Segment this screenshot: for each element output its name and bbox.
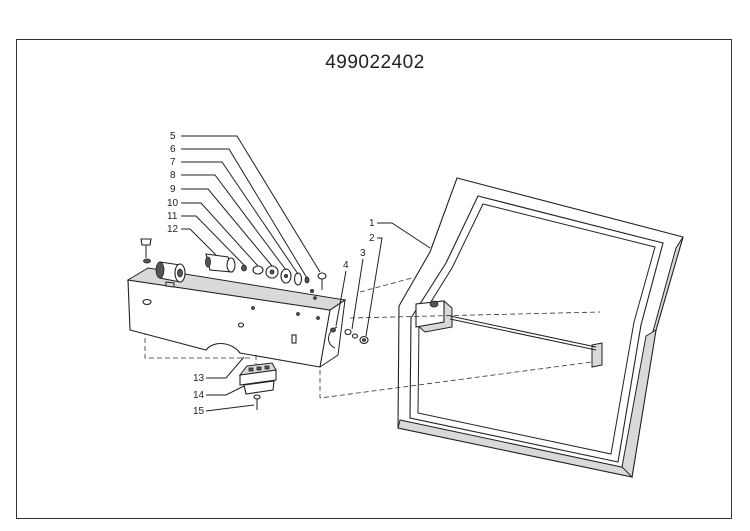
callout-14: 14: [193, 385, 245, 401]
gear-part-8: [280, 268, 292, 284]
washer-part-3: [344, 328, 359, 339]
callout-2: 2: [365, 233, 383, 337]
latch-block: [591, 342, 603, 368]
motor-assembly: [155, 261, 186, 288]
gear-part-7: [293, 272, 303, 286]
callout-7: 7: [170, 157, 299, 275]
screw-part-5: [317, 272, 327, 290]
nut-part-6: [304, 276, 310, 284]
spring-part-4: [328, 326, 338, 349]
callout-label-5: 5: [170, 131, 176, 142]
callout-label-13: 13: [193, 373, 205, 384]
callout-3: 3: [351, 248, 366, 330]
washer-part-11: [241, 264, 247, 272]
callout-label-4: 4: [343, 260, 349, 271]
door-frame-part: [397, 177, 684, 479]
callout-label-14: 14: [193, 390, 205, 401]
callout-label-8: 8: [170, 170, 176, 181]
callout-15: 15: [193, 404, 255, 417]
cam-part-12: [205, 253, 236, 273]
top-screw-left: [140, 238, 152, 264]
mounting-bracket: [126, 267, 347, 368]
callout-label-6: 6: [170, 144, 176, 155]
callout-11: 11: [167, 211, 245, 266]
screw-part-15: [253, 394, 261, 410]
part-number-title: 499022402: [325, 52, 425, 73]
gear-part-9: [265, 265, 279, 279]
callout-label-12: 12: [167, 224, 179, 235]
callout-4: 4: [335, 260, 349, 327]
callout-label-15: 15: [193, 406, 205, 417]
nut-part-2: [359, 335, 369, 345]
drawing-frame: [16, 39, 732, 519]
callout-label-7: 7: [170, 157, 176, 168]
callout-8: 8: [170, 170, 287, 271]
projection-lines: [144, 277, 601, 399]
callout-9: 9: [170, 184, 273, 267]
callout-6: 6: [170, 144, 308, 279]
callout-label-10: 10: [167, 198, 179, 209]
callout-label-11: 11: [167, 211, 178, 222]
callout-5: 5: [170, 131, 321, 273]
callout-10: 10: [167, 198, 259, 267]
small-fasteners: [309, 288, 317, 300]
callout-label-2: 2: [369, 233, 375, 244]
callout-12: 12: [167, 224, 217, 256]
callout-label-9: 9: [170, 184, 176, 195]
hinge-block: [415, 300, 453, 333]
spacer-part-10: [252, 265, 264, 275]
switch-part-14: [238, 362, 277, 395]
callout-label-1: 1: [369, 218, 375, 229]
callout-1: 1: [369, 218, 431, 249]
callout-label-3: 3: [360, 248, 366, 259]
callout-13: 13: [193, 356, 245, 384]
